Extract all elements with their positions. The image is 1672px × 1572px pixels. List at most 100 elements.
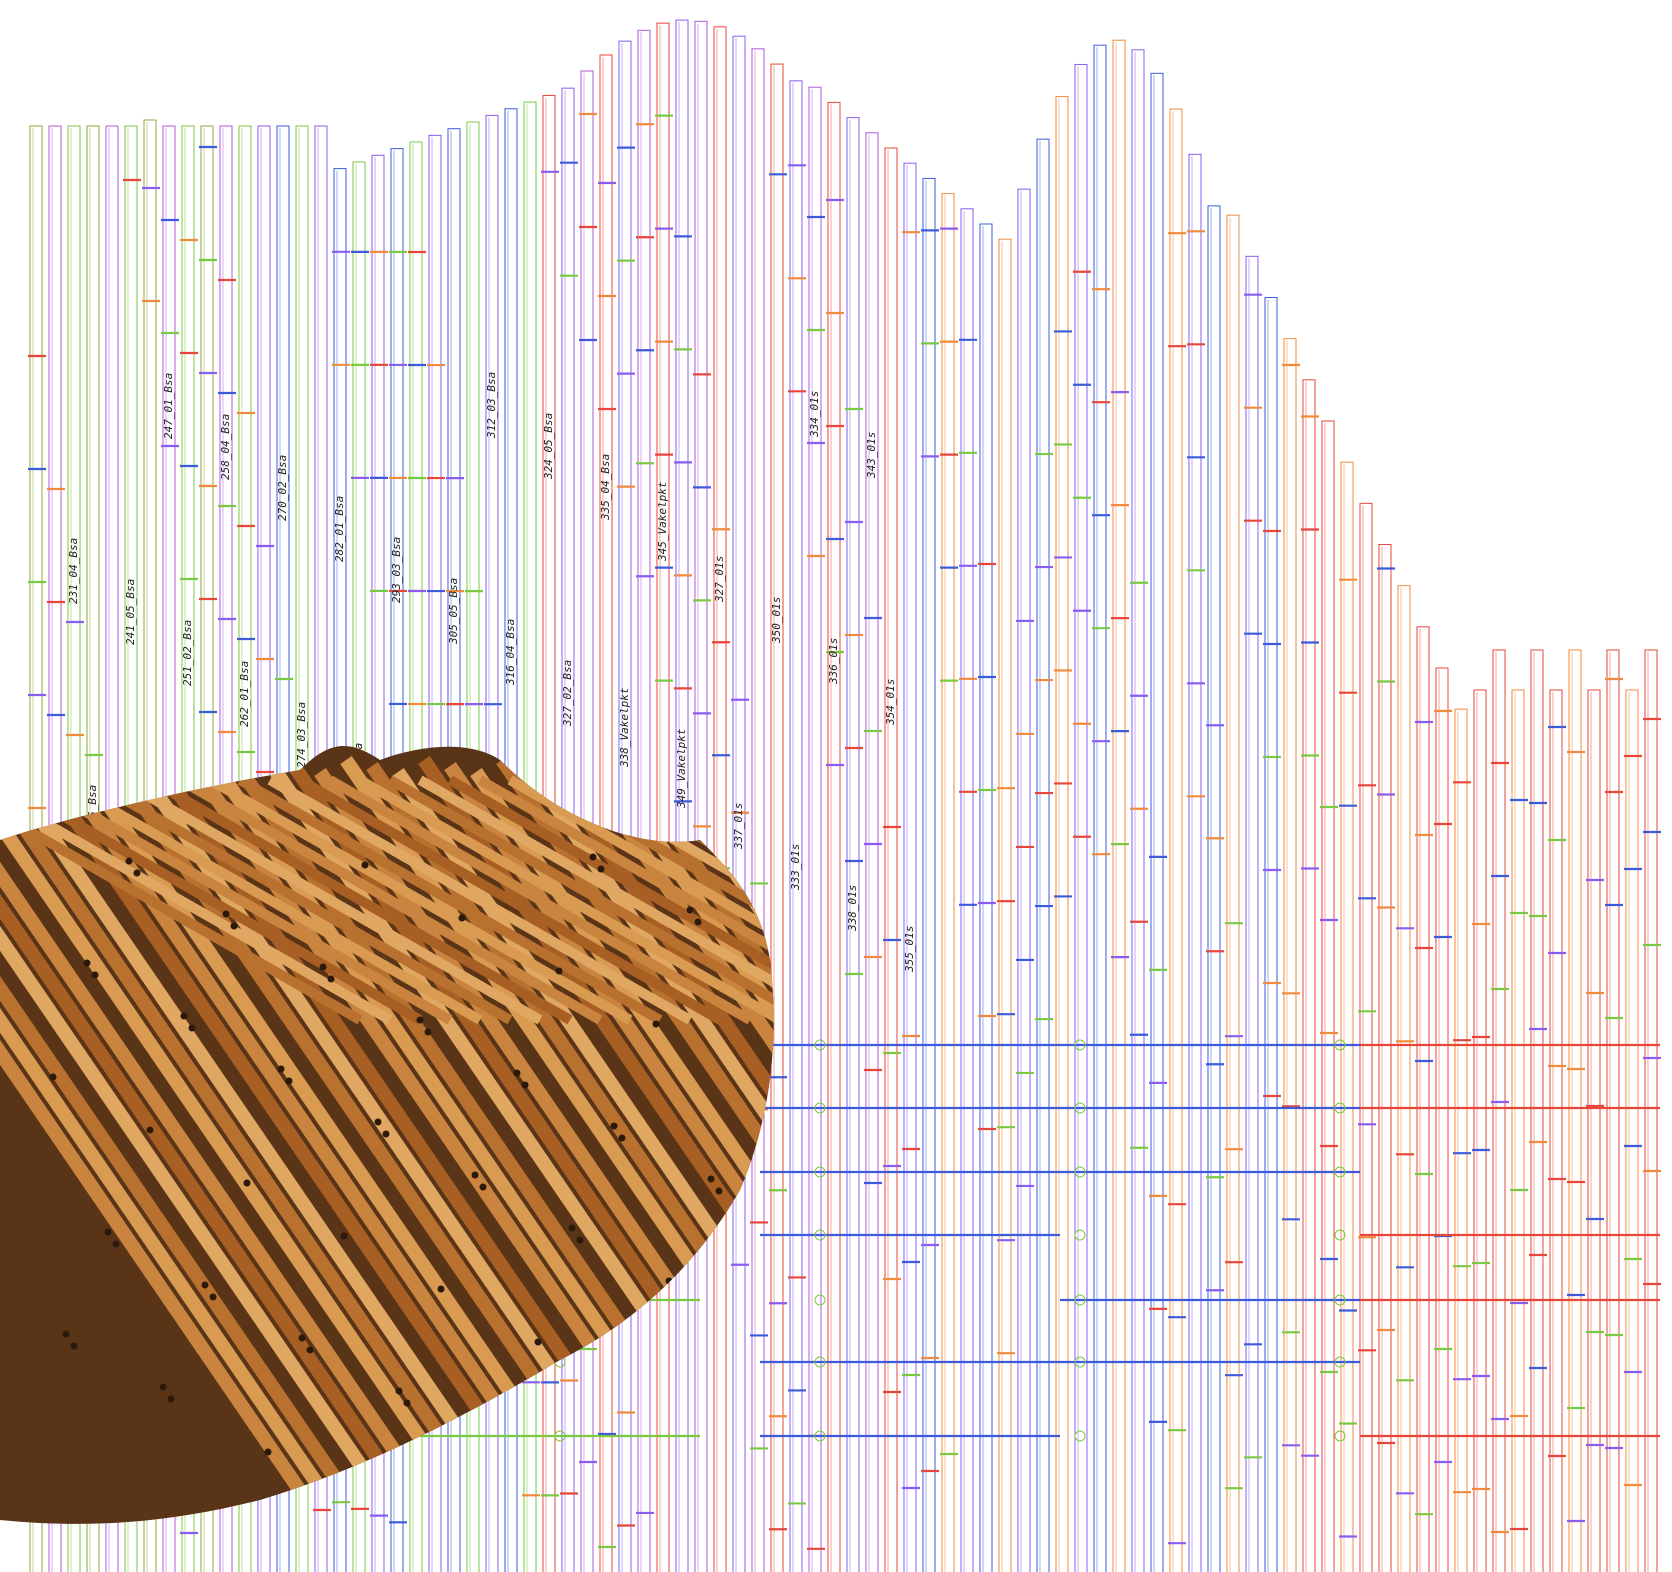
strip-outline: [694, 20, 708, 1572]
strip-label: 355_01s: [903, 926, 916, 973]
strip-label: 349_Vakelpkt: [675, 728, 688, 809]
bolt: [277, 1065, 285, 1073]
bolt: [673, 1289, 681, 1297]
timber-crossbeam: [207, 775, 633, 1025]
strip-outline: [1492, 649, 1506, 1572]
node-marker: [1074, 1430, 1086, 1442]
bolt: [222, 910, 230, 918]
timber-crossbeam: [477, 775, 774, 1025]
bolt: [479, 1183, 487, 1191]
strip-outline: [846, 117, 860, 1572]
bolt: [230, 922, 238, 930]
strip-outline: [732, 35, 746, 1572]
strip-outline: [1473, 689, 1487, 1572]
strip-outline: [1245, 255, 1259, 1572]
strip-outline: [637, 29, 651, 1572]
timber-beam: [866, 772, 1386, 1532]
node-marker: [1074, 1294, 1086, 1306]
strip-label: 247_01_Bsa: [162, 373, 175, 439]
strip-outline: [941, 193, 955, 1572]
strip-outline: [808, 86, 822, 1572]
bolt: [715, 1187, 723, 1195]
strip-outline: [1397, 585, 1411, 1572]
strip-outline: [1302, 379, 1316, 1572]
strip-outline: [1150, 72, 1164, 1572]
bolt: [694, 918, 702, 926]
strip-label: 350_01s: [770, 597, 783, 644]
timber-crossbeam: [747, 775, 774, 1025]
node-marker: [1334, 1102, 1346, 1114]
timber-beam: [2, 768, 534, 1524]
node-marker: [1074, 1166, 1086, 1178]
bolt: [91, 971, 99, 979]
strip-label: 305_05_Bsa: [447, 578, 460, 645]
timber-beam: [840, 766, 1360, 1526]
bolt: [555, 967, 563, 975]
timber-crossbeam: [297, 775, 723, 1025]
strip-label: 293_03_Bsa: [390, 537, 403, 603]
strip-outline: [1226, 214, 1240, 1572]
timber-beam: [678, 762, 774, 1524]
strip-outline: [675, 19, 689, 1572]
strip-outline: [713, 26, 727, 1572]
timber-crossbeam: [327, 775, 753, 1025]
bolt: [534, 1338, 542, 1346]
strip-outline: [1435, 667, 1449, 1572]
strip-outline: [1321, 420, 1335, 1572]
bolt: [264, 1448, 272, 1456]
node-marker: [814, 1294, 826, 1306]
bolt: [327, 975, 335, 983]
bolt: [416, 1016, 424, 1024]
timber-beam: [0, 762, 430, 1524]
strip-label: 338_01s: [846, 885, 859, 932]
bolt: [589, 853, 597, 861]
bolt: [424, 1028, 432, 1036]
strip-label: 316_04_Bsa: [504, 619, 517, 686]
node-marker: [1334, 1294, 1346, 1306]
strip-label: 241_05_Bsa: [124, 579, 137, 645]
bolt: [500, 1452, 508, 1460]
bolt: [707, 1175, 715, 1183]
bolt: [610, 1122, 618, 1130]
strip-outline: [618, 40, 632, 1572]
strip-label: 312_03_Bsa: [485, 372, 498, 439]
strip-outline: [1340, 461, 1354, 1572]
strip-outline: [1454, 708, 1468, 1572]
strip-label: 338_Vakelpkt: [618, 687, 631, 768]
timber-crossbeam: [447, 775, 774, 1025]
timber-beam: [704, 768, 774, 1524]
strip-outline: [1606, 649, 1620, 1572]
timber-crossbeam: [0, 775, 423, 1025]
node-marker: [1074, 1102, 1086, 1114]
bolt: [49, 1073, 57, 1081]
timber-crossbeam: [267, 775, 693, 1025]
bolt: [686, 906, 694, 914]
bolt: [340, 1232, 348, 1240]
bolt: [521, 1081, 529, 1089]
strip-outline: [1283, 338, 1297, 1572]
strip-label: 231_04_Bsa: [67, 538, 80, 604]
timber-crossbeam: [117, 775, 543, 1025]
bolt: [471, 1171, 479, 1179]
node-marker: [1334, 1166, 1346, 1178]
strip-label: 335_04_Bsa: [599, 454, 612, 521]
strip-outline: [1188, 153, 1202, 1572]
bolt: [319, 963, 327, 971]
strip-outline: [1017, 188, 1031, 1572]
timber-beam: [0, 756, 326, 1524]
strip-outline: [1074, 63, 1088, 1572]
node-marker: [1334, 1039, 1346, 1051]
bolt: [133, 869, 141, 877]
bolt: [597, 865, 605, 873]
strip-outline: [998, 238, 1012, 1572]
bolt: [618, 1134, 626, 1142]
strip-outline: [1112, 39, 1126, 1572]
strip-outline: [1169, 108, 1183, 1572]
timber-beam: [600, 762, 774, 1524]
strip-label: 343_01s: [865, 432, 878, 479]
strip-outline: [1055, 96, 1069, 1572]
timber-beam: [730, 756, 774, 1524]
strip-outline: [751, 48, 765, 1572]
timber-crossbeam: [357, 775, 774, 1025]
